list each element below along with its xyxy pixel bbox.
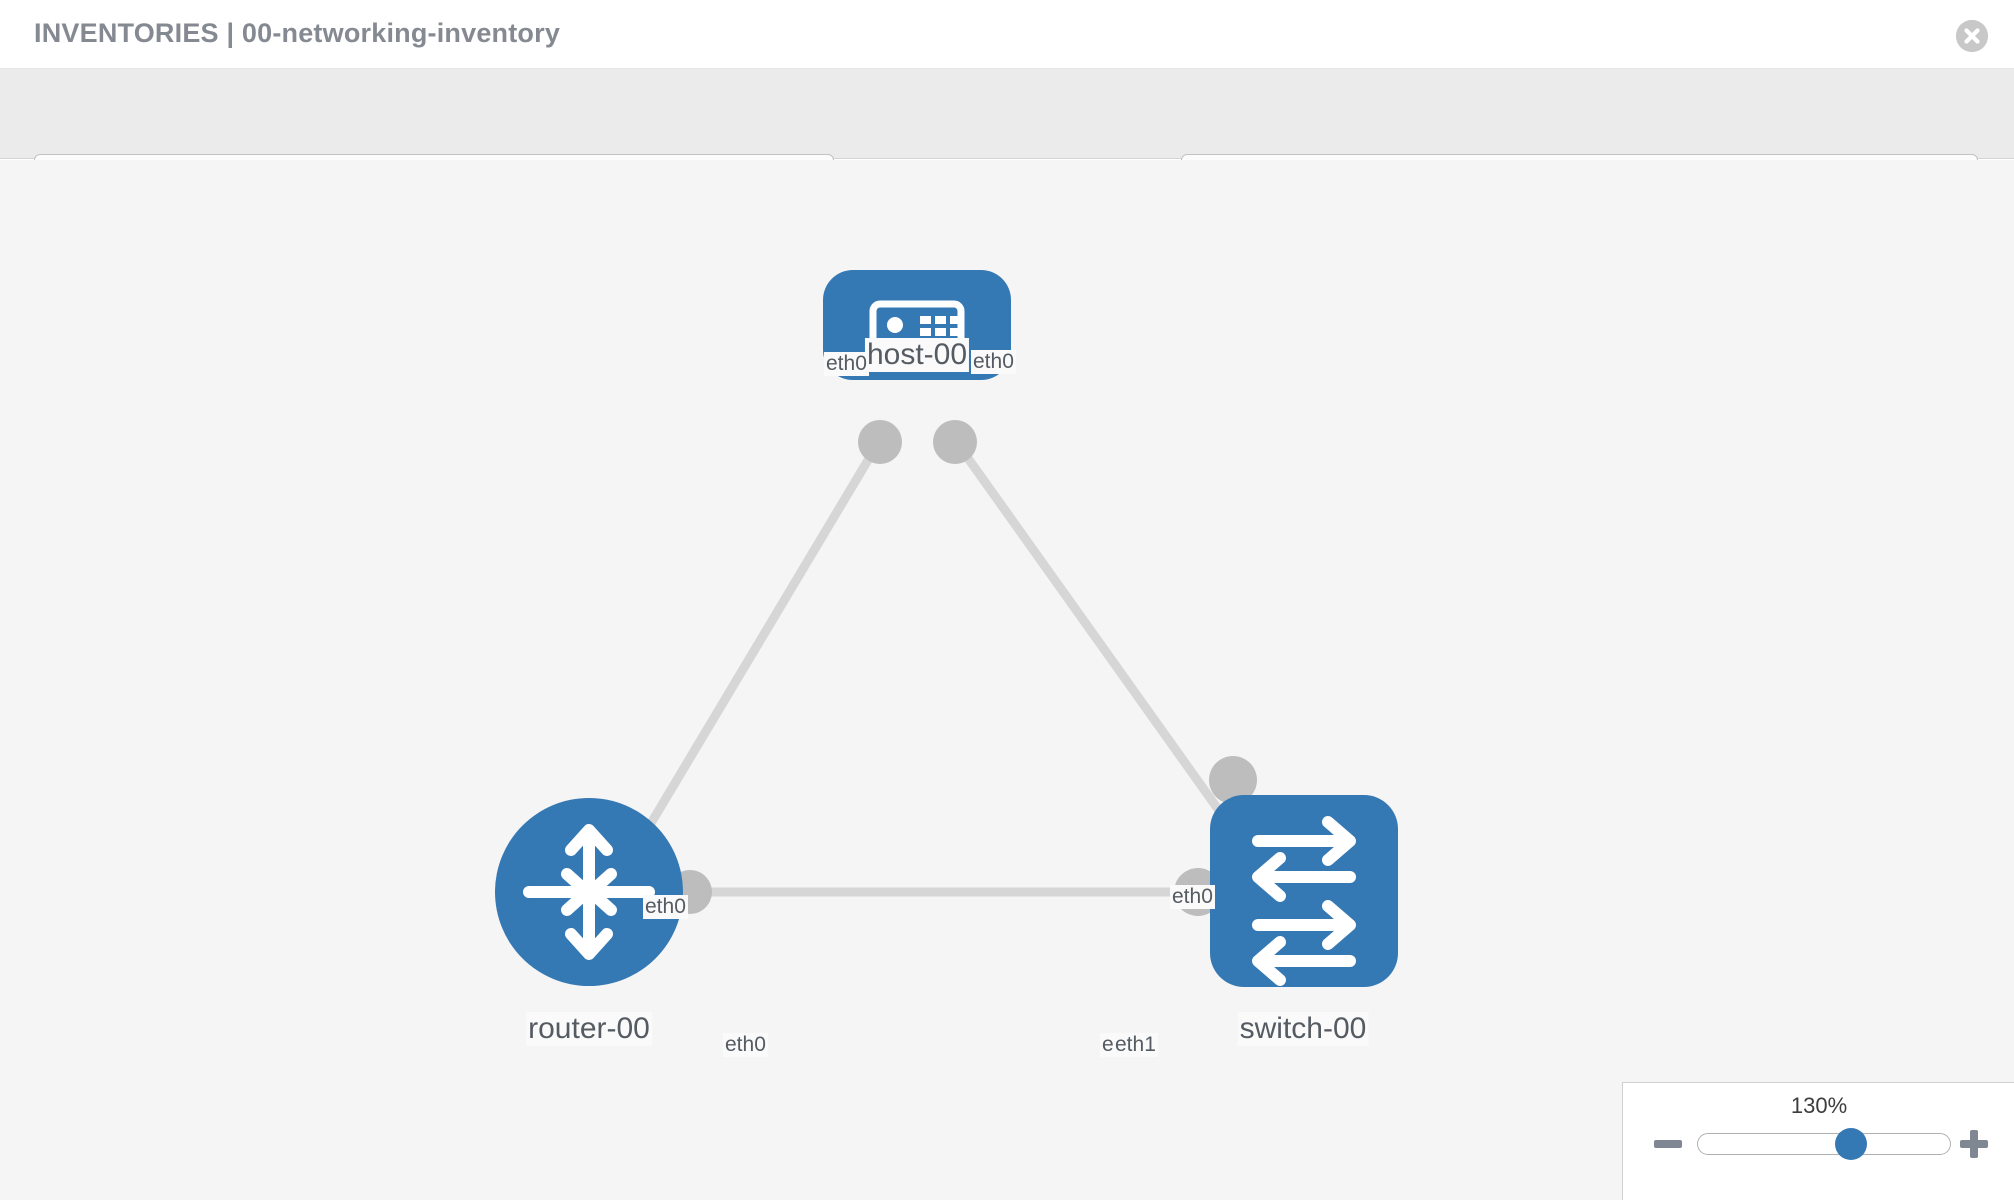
edge-label-switch-left-eth1: eth1 bbox=[1113, 1033, 1158, 1057]
topology-graph bbox=[495, 270, 1398, 987]
zoom-percent-label: 130% bbox=[1790, 1093, 1848, 1118]
edge-label-router-up-eth0: eth0 bbox=[643, 895, 688, 919]
node-label-router-00: router-00 bbox=[526, 1012, 652, 1046]
edge-label-host-right-eth0: eth0 bbox=[971, 350, 1016, 374]
connector-switch-top bbox=[1209, 756, 1257, 804]
edge-label-host-left-eth0: eth0 bbox=[824, 352, 869, 376]
node-label-switch-00: switch-00 bbox=[1237, 1012, 1369, 1046]
switch-arrows-icon bbox=[1252, 816, 1356, 986]
node-switch-00[interactable] bbox=[1210, 795, 1398, 987]
close-icon[interactable] bbox=[1956, 20, 1988, 52]
page-title: INVENTORIES | 00-networking-inventory bbox=[34, 18, 561, 48]
connector-host-right bbox=[933, 420, 977, 464]
link-host-switch bbox=[951, 437, 1244, 843]
node-label-host-00: host-00 bbox=[864, 338, 970, 372]
toolbar: ACTIONS SEARCH bbox=[0, 69, 2014, 208]
zoom-control: 130% bbox=[1622, 1082, 2014, 1200]
topology-connectors bbox=[668, 420, 1257, 916]
topology-links bbox=[631, 437, 1244, 897]
edge-label-router-right-eth0: eth0 bbox=[723, 1033, 768, 1057]
topology-canvas[interactable]: host-00 router-00 switch-00 eth0 eth0 et… bbox=[0, 160, 2014, 1200]
zoom-out-button[interactable] bbox=[1651, 1127, 1685, 1161]
router-arrows-icon bbox=[523, 824, 655, 960]
page-header: INVENTORIES | 00-networking-inventory bbox=[0, 0, 2014, 69]
zoom-in-button[interactable] bbox=[1957, 1127, 1991, 1161]
edge-label-switch-up-eth0: eth0 bbox=[1170, 885, 1215, 909]
link-host-router bbox=[631, 437, 884, 853]
minus-icon bbox=[1654, 1140, 1682, 1148]
connector-host-left bbox=[858, 420, 902, 464]
plus-icon bbox=[1960, 1130, 1988, 1158]
zoom-slider-thumb[interactable] bbox=[1834, 1128, 1867, 1160]
node-router-00[interactable] bbox=[495, 798, 683, 986]
zoom-slider-track[interactable] bbox=[1697, 1133, 1951, 1155]
